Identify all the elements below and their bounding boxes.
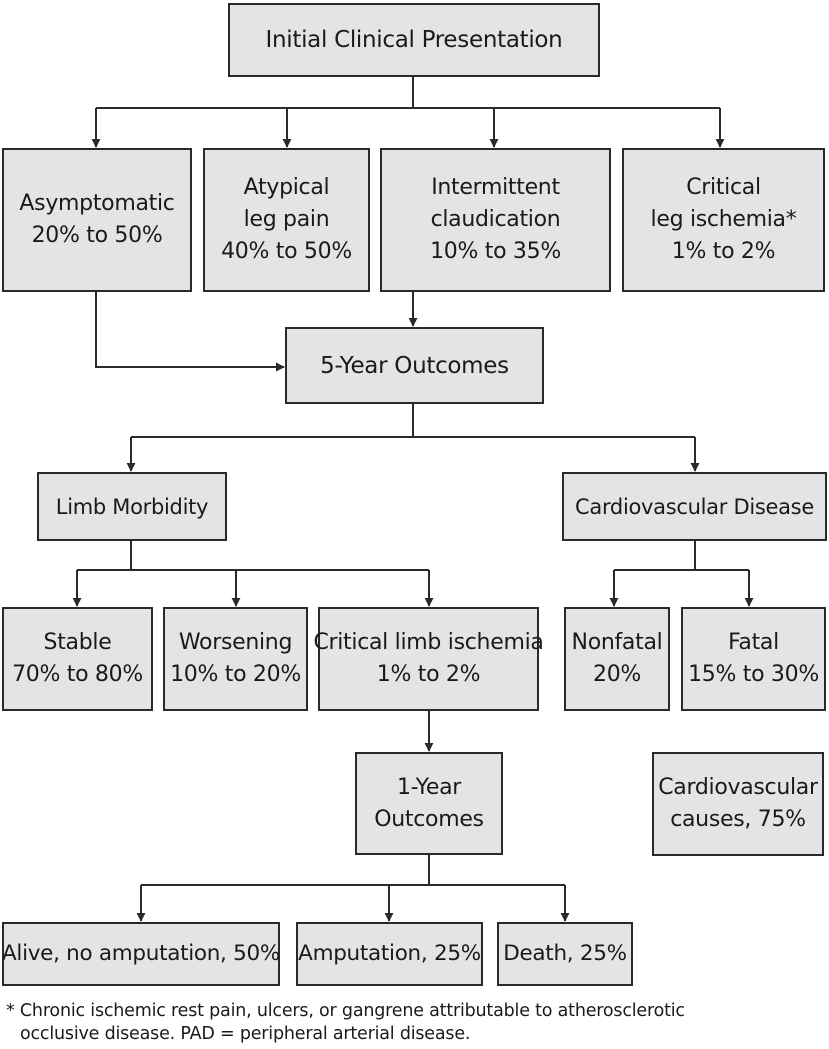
- death-box: Death, 25%: [497, 922, 633, 986]
- death-label: Death, 25%: [503, 941, 627, 966]
- claudication-label-line1: Intermittent: [431, 175, 560, 200]
- amputation-label: Amputation, 25%: [298, 941, 481, 966]
- five-year-outcomes-box: 5-Year Outcomes: [285, 327, 544, 404]
- worsening-value: 10% to 20%: [170, 662, 301, 687]
- atypical-label-line2: leg pain: [243, 207, 330, 232]
- initial-presentation-title: Initial Clinical Presentation: [265, 27, 563, 53]
- atypical-label-line1: Atypical: [243, 175, 330, 200]
- limb-morbidity-box: Limb Morbidity: [37, 472, 227, 541]
- footnote-line2: occlusive disease. PAD = peripheral arte…: [20, 1024, 471, 1044]
- amputation-box: Amputation, 25%: [296, 922, 483, 986]
- claudication-label-line2: claudication: [430, 207, 561, 232]
- nonfatal-label: Nonfatal: [571, 630, 663, 655]
- nonfatal-value: 20%: [593, 662, 641, 687]
- critical-leg-ischemia-box: Critical leg ischemia* 1% to 2%: [622, 148, 825, 292]
- five-year-title: 5-Year Outcomes: [320, 352, 509, 379]
- nonfatal-box: Nonfatal 20%: [564, 607, 670, 711]
- critical-limb-ischemia-box: Critical limb ischemia 1% to 2%: [313, 607, 544, 711]
- cardiovascular-causes-line2: causes, 75%: [670, 807, 806, 832]
- critical-leg-value: 1% to 2%: [671, 239, 776, 264]
- cardiovascular-causes-line1: Cardiovascular: [658, 775, 818, 800]
- cardiovascular-causes-box: Cardiovascular causes, 75%: [652, 752, 824, 856]
- critical-leg-label-line2: leg ischemia*: [650, 207, 797, 232]
- worsening-label: Worsening: [178, 630, 293, 655]
- asymptomatic-label: Asymptomatic: [19, 191, 175, 216]
- limb-morbidity-title: Limb Morbidity: [55, 494, 209, 519]
- fatal-value: 15% to 30%: [688, 662, 819, 687]
- asymptomatic-box: Asymptomatic 20% to 50%: [2, 148, 192, 292]
- alive-no-amputation-box: Alive, no amputation, 50%: [2, 922, 280, 986]
- cardiovascular-title: Cardiovascular Disease: [575, 494, 814, 519]
- stable-box: Stable 70% to 80%: [2, 607, 153, 711]
- alive-label: Alive, no amputation, 50%: [1, 941, 281, 966]
- one-year-line2: Outcomes: [374, 806, 484, 832]
- cardiovascular-disease-box: Cardiovascular Disease: [562, 472, 827, 541]
- fatal-box: Fatal 15% to 30%: [681, 607, 826, 711]
- claudication-value: 10% to 35%: [430, 239, 561, 264]
- footnote-line1: * Chronic ischemic rest pain, ulcers, or…: [6, 1001, 685, 1021]
- one-year-outcomes-box: 1-Year Outcomes: [355, 752, 503, 855]
- asymptomatic-value: 20% to 50%: [31, 223, 163, 248]
- arrow-asymptomatic-to-5year: [95, 292, 285, 372]
- atypical-leg-pain-box: Atypical leg pain 40% to 50%: [203, 148, 370, 292]
- critical-leg-label-line1: Critical: [686, 175, 761, 200]
- stable-label: Stable: [43, 630, 112, 655]
- initial-presentation-box: Initial Clinical Presentation: [228, 3, 600, 77]
- worsening-box: Worsening 10% to 20%: [163, 607, 308, 711]
- fatal-label: Fatal: [728, 630, 779, 655]
- atypical-value: 40% to 50%: [221, 239, 352, 264]
- one-year-line1: 1-Year: [396, 774, 462, 800]
- intermittent-claudication-box: Intermittent claudication 10% to 35%: [380, 148, 611, 292]
- stable-value: 70% to 80%: [12, 662, 143, 687]
- critical-limb-label: Critical limb ischemia: [313, 630, 544, 655]
- footnote: * Chronic ischemic rest pain, ulcers, or…: [6, 1000, 821, 1046]
- critical-limb-value: 1% to 2%: [376, 662, 481, 687]
